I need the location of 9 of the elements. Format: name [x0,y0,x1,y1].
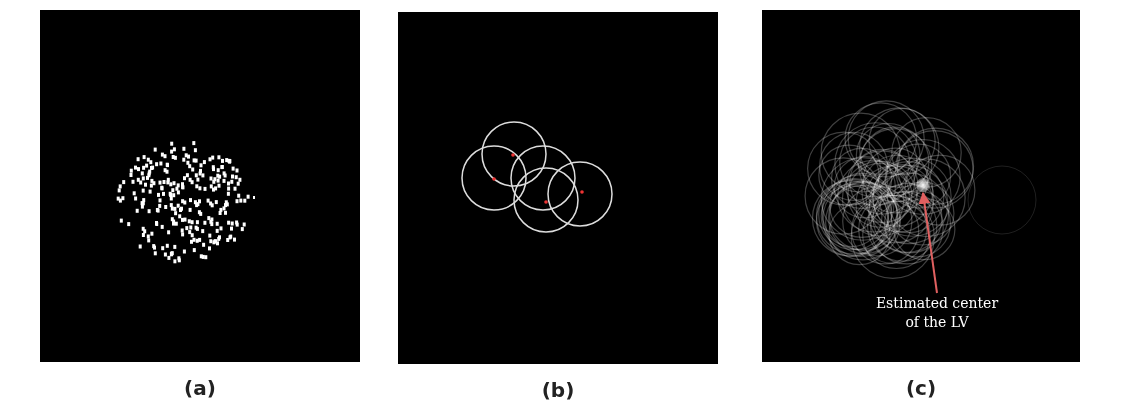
panel-label: (b) [540,378,576,402]
panel-label: (c) [904,376,938,400]
leader-line [918,191,938,294]
callout-text: Estimated center of the LV [872,294,1002,332]
circles-image [398,12,718,364]
panel-label: (a) [183,376,217,400]
dot-pattern-image [40,10,360,362]
bright-spot [916,178,930,192]
accumulator-image [762,10,1080,362]
